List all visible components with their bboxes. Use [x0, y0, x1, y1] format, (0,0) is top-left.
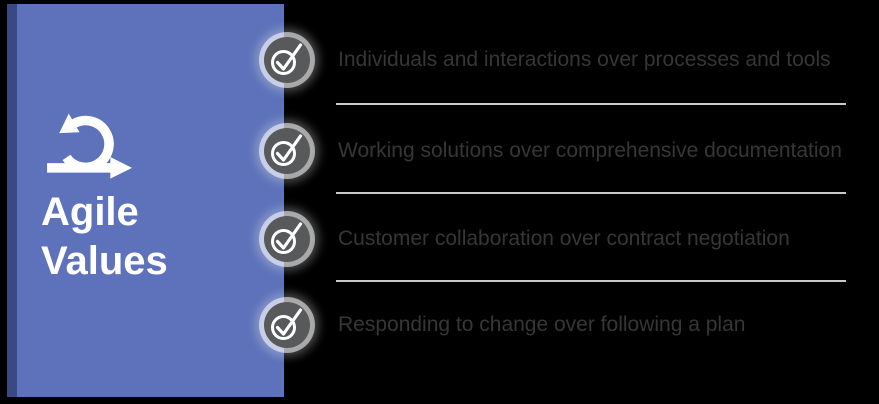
check-circle-icon — [264, 37, 310, 83]
value-item-label: Responding to change over following a pl… — [338, 313, 746, 336]
divider — [336, 192, 846, 194]
divider — [336, 280, 846, 282]
divider — [336, 103, 846, 105]
value-item: Individuals and interactions over proces… — [264, 30, 879, 90]
check-circle-icon — [264, 302, 310, 348]
panel-title-line2: Values — [41, 239, 168, 283]
value-item: Responding to change over following a pl… — [264, 295, 879, 355]
value-item-label: Customer collaboration over contract neg… — [338, 227, 790, 250]
value-item-label: Individuals and interactions over proces… — [338, 48, 831, 71]
agile-cycle-icon — [47, 113, 132, 179]
value-item: Working solutions over comprehensive doc… — [264, 121, 879, 181]
panel-title-line1: Agile — [41, 190, 139, 234]
check-circle-icon — [264, 216, 310, 262]
panel-edge-accent — [7, 4, 17, 397]
agile-values-panel: Agile Values — [7, 4, 284, 397]
value-item: Customer collaboration over contract neg… — [264, 209, 879, 269]
check-circle-icon — [264, 128, 310, 174]
panel-title: Agile Values — [41, 188, 168, 286]
value-item-label: Working solutions over comprehensive doc… — [338, 139, 842, 162]
